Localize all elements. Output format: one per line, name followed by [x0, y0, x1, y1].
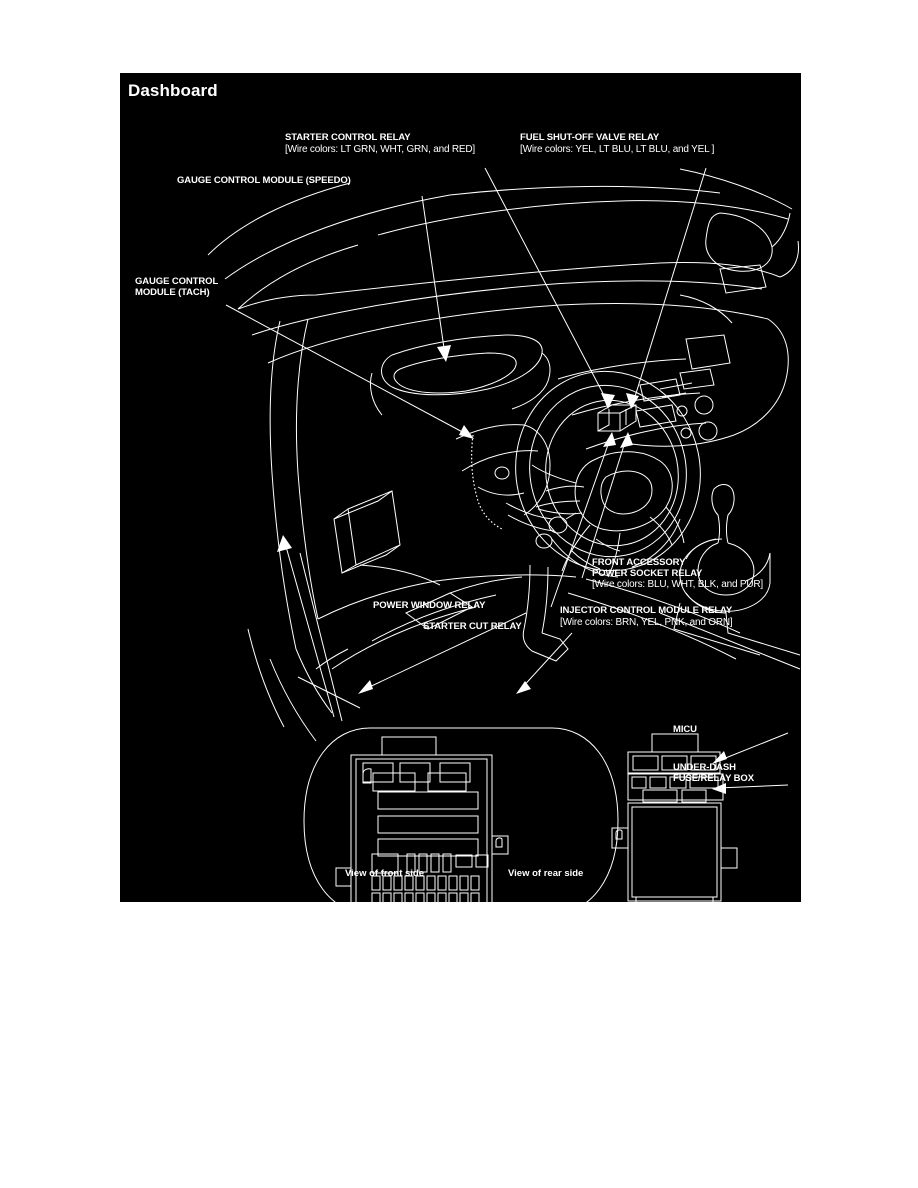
callout-gauge-control-module-speedo: GAUGE CONTROL MODULE (SPEEDO) [177, 175, 351, 187]
steering-wheel [497, 354, 719, 588]
callout-fuel-shut-off-valve-relay: FUEL SHUT-OFF VALVE RELAY [Wire colors: … [520, 132, 715, 155]
callout-power-window-relay: POWER WINDOW RELAY [373, 600, 486, 612]
callout-title-line-2: MODULE (TACH) [135, 286, 210, 298]
dashboard-line-art [120, 73, 801, 902]
view-caption-front-side: View of front side [345, 868, 425, 879]
gear-shifter [674, 485, 800, 656]
callout-micu: MICU [673, 724, 697, 736]
callout-injector-control-module-relay: INJECTOR CONTROL MODULE RELAY [Wire colo… [560, 605, 733, 628]
callout-title-line-2: FUSE/RELAY BOX [673, 772, 754, 784]
callout-title-line-1: GAUGE CONTROL [135, 276, 219, 287]
callout-title-line-2: POWER SOCKET RELAY [592, 567, 703, 579]
callout-title: GAUGE CONTROL MODULE (SPEEDO) [177, 175, 351, 186]
callout-subtitle: [Wire colors: YEL, LT BLU, LT BLU, and Y… [520, 143, 715, 155]
callout-title: STARTER CUT RELAY [423, 621, 522, 632]
callout-starter-control-relay: STARTER CONTROL RELAY [Wire colors: LT G… [285, 132, 475, 155]
callout-title-line-1: FRONT ACCESSORY [592, 557, 686, 568]
fuse-relay-box-assembly [304, 728, 737, 902]
callout-title: STARTER CONTROL RELAY [285, 132, 411, 143]
dashboard-illustration [208, 169, 800, 741]
callout-title: INJECTOR CONTROL MODULE RELAY [560, 605, 733, 616]
callout-starter-cut-relay: STARTER CUT RELAY [423, 621, 522, 633]
view-caption-rear-side: View of rear side [508, 868, 584, 879]
callout-gauge-control-module-tach: GAUGE CONTROL MODULE (TACH) [135, 276, 219, 298]
callout-subtitle: [Wire colors: BLU, WHT, BLK, and PUR] [592, 579, 763, 591]
dashboard-figure-panel: Dashboard [120, 73, 801, 902]
callout-under-dash-fuse-relay-box: UNDER-DASH FUSE/RELAY BOX [673, 762, 754, 784]
callout-title: POWER WINDOW RELAY [373, 600, 486, 611]
relay-block [598, 405, 636, 431]
callout-front-accessory-power-socket-relay: FRONT ACCESSORY POWER SOCKET RELAY [Wire… [592, 557, 763, 591]
callout-subtitle: [Wire colors: LT GRN, WHT, GRN, and RED] [285, 143, 475, 155]
callout-title: MICU [673, 724, 697, 735]
fuse-box-rear-view [612, 734, 737, 902]
callout-subtitle: [Wire colors: BRN, YEL, PNK, and ORN] [560, 616, 733, 628]
callout-title: FUEL SHUT-OFF VALVE RELAY [520, 132, 660, 143]
figure-title: Dashboard [128, 81, 218, 100]
callout-leader-lines [226, 168, 788, 794]
callout-title-line-1: UNDER-DASH [673, 762, 736, 773]
fuse-box-front-view [336, 737, 508, 902]
